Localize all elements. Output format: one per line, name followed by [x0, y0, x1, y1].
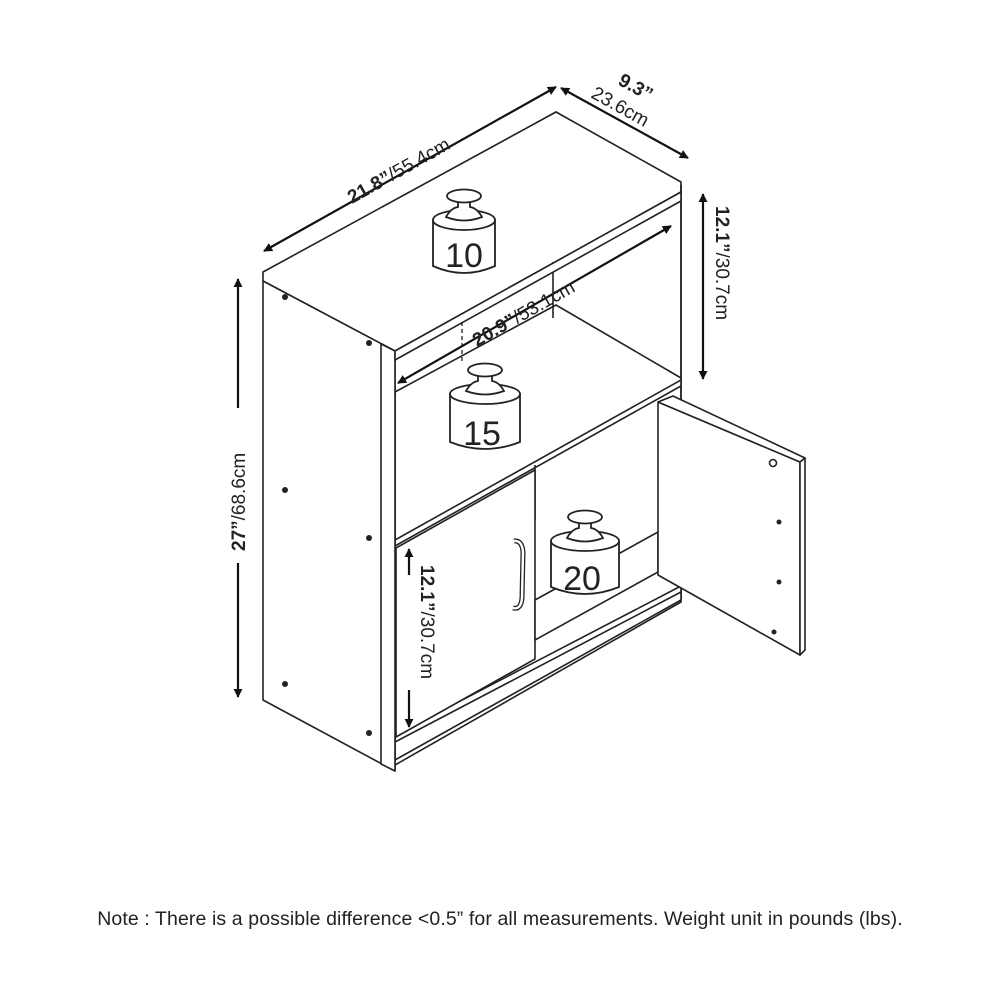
weight-20: 20: [550, 509, 620, 598]
left-side-panel: [262, 280, 396, 772]
weight-10-label: 10: [445, 237, 483, 275]
inner-width-arrow: [397, 225, 672, 384]
weight-15-label: 15: [463, 415, 501, 453]
weight-20-label: 20: [563, 560, 601, 598]
lower-height-label: 12.1”/30.7cm: [416, 565, 437, 679]
dimension-lines: [233, 86, 708, 728]
upper-height-label: 12.1”/30.7cm: [711, 206, 732, 320]
height-label: 27”/68.6cm: [229, 453, 250, 551]
depth-arrow: [560, 87, 689, 159]
left-door: [395, 469, 536, 738]
width-arrow: [263, 86, 557, 252]
screw-dots: [282, 294, 782, 736]
left-panel-front-edge: [380, 343, 396, 772]
measurement-note: Note : There is a possible difference <0…: [97, 908, 903, 930]
right-door-open: [657, 401, 801, 656]
